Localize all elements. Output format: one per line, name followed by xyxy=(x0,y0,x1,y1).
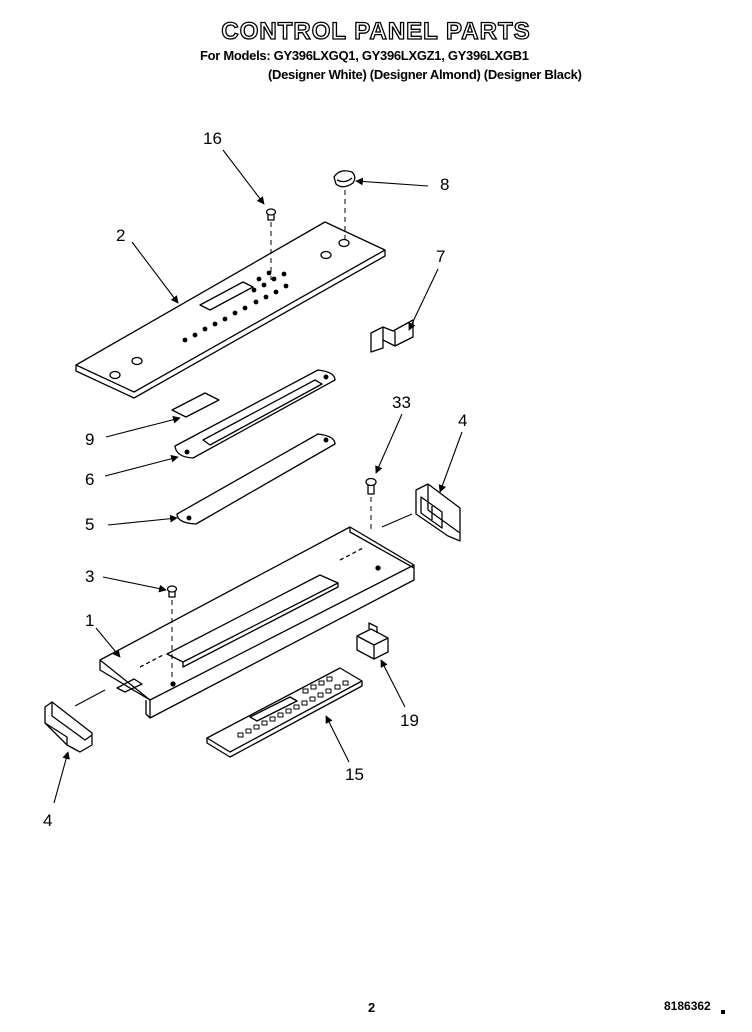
callout-4-left: 4 xyxy=(43,811,52,830)
part-4-end-cap-right xyxy=(415,483,461,542)
callout-9: 9 xyxy=(85,430,94,449)
part-6-gasket xyxy=(174,369,336,459)
part-15-control-board xyxy=(206,667,363,758)
callout-19: 19 xyxy=(400,711,419,730)
callout-6: 6 xyxy=(85,470,94,489)
part-4-end-cap-left xyxy=(44,701,93,753)
part-5-backing-panel xyxy=(176,433,336,525)
callout-4-right: 4 xyxy=(458,411,467,430)
part-7-bracket xyxy=(370,319,414,353)
document-code: 8186362 xyxy=(664,999,711,1013)
callout-15: 15 xyxy=(345,765,364,784)
page-number: 2 xyxy=(368,1000,376,1015)
leader-arrows xyxy=(53,149,463,804)
callout-8: 8 xyxy=(440,175,449,194)
callout-1: 1 xyxy=(85,611,94,630)
page-title: CONTROL PANEL PARTS xyxy=(221,17,531,45)
callout-5: 5 xyxy=(85,515,94,534)
models-line: For Models: GY396LXGQ1, GY396LXGZ1, GY39… xyxy=(200,48,529,63)
part-16-screw xyxy=(265,208,277,221)
part-8-knob xyxy=(333,170,356,188)
part-19-switch xyxy=(356,622,389,660)
corner-mark xyxy=(721,1010,725,1014)
part-1-housing xyxy=(99,526,415,719)
colors-line: (Designer White) (Designer Almond) (Desi… xyxy=(268,67,582,82)
part-33-screw xyxy=(365,477,377,495)
callout-3: 3 xyxy=(85,567,94,586)
callout-16: 16 xyxy=(203,129,222,148)
callout-2: 2 xyxy=(116,226,125,245)
part-3-screw xyxy=(166,585,178,598)
part-9-window xyxy=(171,392,220,418)
part-2-control-panel-face xyxy=(75,221,386,399)
callout-33: 33 xyxy=(392,393,411,412)
assembly-guide-lines xyxy=(74,190,413,707)
callout-7: 7 xyxy=(436,247,445,266)
